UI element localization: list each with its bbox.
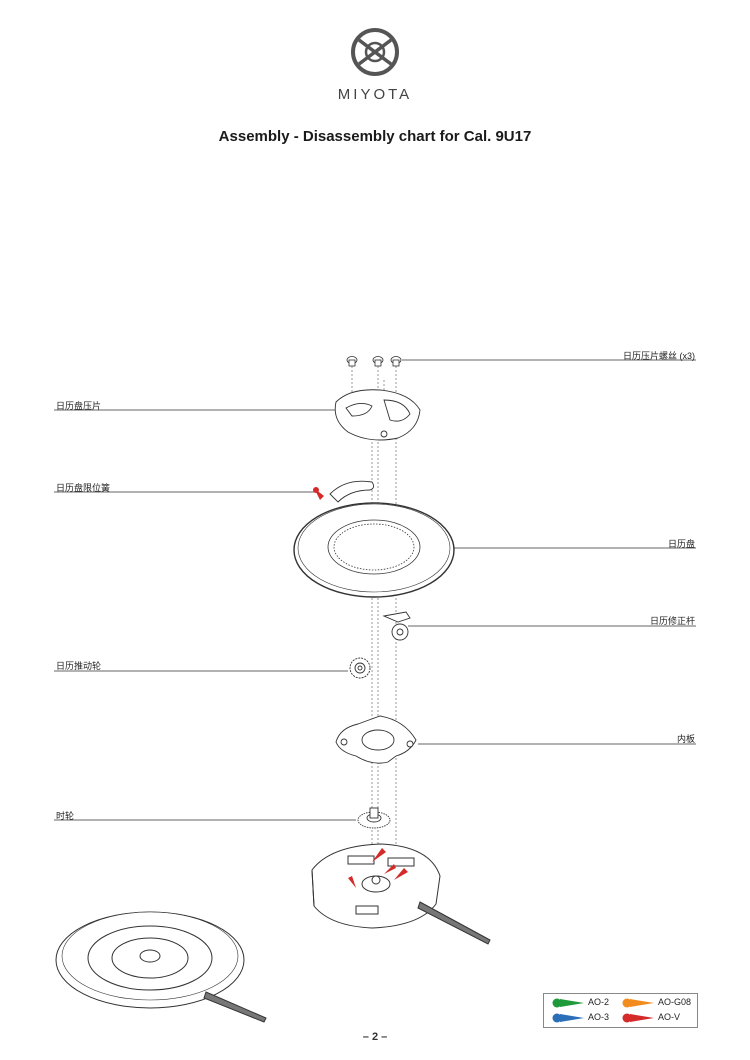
legend-label-aog08: AO-G08 bbox=[658, 997, 692, 1007]
movement bbox=[311, 843, 491, 945]
lubricant-aov-icon bbox=[622, 1013, 654, 1023]
hour-wheel bbox=[357, 807, 391, 829]
lubricant-markers-movement bbox=[348, 848, 408, 888]
label-date-dial: 日历盘 bbox=[667, 539, 695, 549]
lubricant-aog08-icon bbox=[622, 998, 654, 1008]
label-date-driving-wheel: 日历推动轮 bbox=[56, 661, 102, 671]
date-corrector bbox=[382, 611, 411, 641]
page-title: Assembly - Disassembly chart for Cal. 9U… bbox=[218, 128, 532, 145]
brand-name: MIYOTA bbox=[337, 86, 413, 103]
label-calendar-plate: 日历盘压片 bbox=[56, 401, 102, 411]
legend-label-aov: AO-V bbox=[658, 1012, 681, 1022]
calendar-plate-screws bbox=[346, 356, 402, 367]
page-number: – 2 – bbox=[362, 1031, 388, 1043]
lubricant-ao3-icon bbox=[552, 1013, 584, 1023]
miyota-logo-icon bbox=[351, 28, 399, 76]
lubricant-legend: AO-2 AO-G08 AO-3 AO-V bbox=[543, 993, 698, 1028]
lubricant-marker-red bbox=[313, 487, 324, 500]
date-driving-wheel bbox=[349, 657, 371, 679]
date-dial bbox=[293, 502, 455, 598]
label-calendar-plate-screws: 日历压片螺丝 (x3) bbox=[622, 351, 695, 361]
label-date-jumper: 日历盘限位簧 bbox=[56, 483, 111, 493]
label-inner-plate: 内板 bbox=[676, 734, 695, 744]
assembled-movement bbox=[55, 911, 267, 1023]
label-hour-wheel: 时轮 bbox=[56, 811, 75, 821]
calendar-plate bbox=[334, 389, 421, 441]
inner-plate bbox=[335, 715, 417, 764]
legend-label-ao2: AO-2 bbox=[588, 997, 610, 1007]
date-jumper bbox=[329, 480, 375, 503]
legend-label-ao3: AO-3 bbox=[588, 1012, 610, 1022]
label-date-corrector: 日历修正杆 bbox=[649, 616, 695, 626]
lubricant-ao2-icon bbox=[552, 998, 584, 1008]
